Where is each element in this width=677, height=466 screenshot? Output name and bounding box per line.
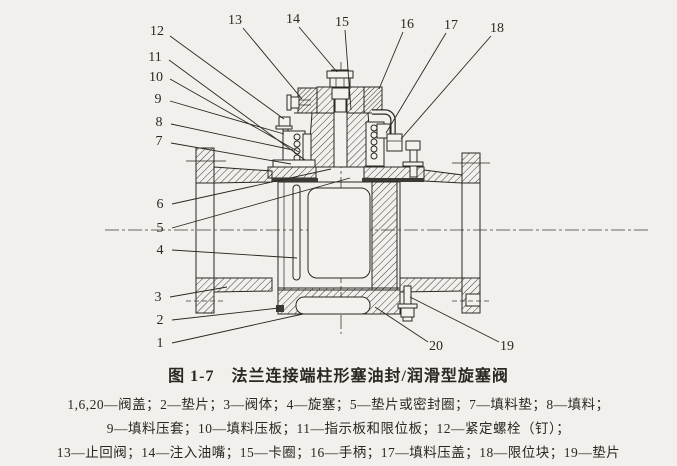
plug-port — [307, 187, 371, 279]
plug-slot — [292, 184, 301, 281]
callout-number-8: 8 — [156, 115, 163, 130]
bonnet-flange-left-wing — [267, 166, 317, 179]
callout-number-4: 4 — [157, 243, 164, 258]
leader-line-8 — [170, 123, 294, 151]
callout-number-18: 18 — [490, 21, 504, 36]
callout-number-19: 19 — [500, 339, 514, 354]
callout-number-12: 12 — [150, 24, 164, 39]
callout-number-11: 11 — [148, 50, 161, 65]
left-flange — [186, 147, 226, 314]
packing-right — [365, 121, 391, 167]
leader-line-2 — [171, 307, 280, 321]
callout-number-2: 2 — [157, 313, 164, 328]
bonnet — [294, 86, 386, 168]
leader-line-1 — [171, 313, 304, 344]
packing-gland-left — [302, 133, 312, 163]
callout-number-16: 16 — [400, 17, 414, 32]
callout-number-15: 15 — [335, 15, 349, 30]
leader-line-14 — [298, 26, 338, 73]
callout-number-7: 7 — [156, 134, 163, 149]
gasket-strip-right — [362, 178, 424, 182]
legend-line-2: 9—填料压套；10—填料压板；11—指示板和限位板；12—紧定螺栓（钉）； — [106, 421, 571, 436]
oil-nozzle-cap — [326, 69, 354, 88]
gland-bolt-right — [402, 140, 424, 178]
check-valve-tube — [372, 109, 403, 152]
gasket-strip-left — [272, 178, 318, 182]
leader-line-7 — [170, 142, 292, 165]
plug-section — [371, 181, 398, 291]
leader-line-16 — [378, 31, 404, 90]
bottom-bolt — [397, 285, 418, 322]
check-valve-fitting — [386, 133, 403, 152]
leader-line-19 — [409, 296, 500, 343]
leader-line-6 — [171, 168, 332, 205]
bottom-gasket — [276, 305, 284, 312]
right-flange — [452, 152, 490, 314]
callout-number-17: 17 — [444, 18, 458, 33]
leader-line-18 — [400, 35, 492, 140]
leader-line-15 — [344, 29, 352, 111]
handle-left-block — [297, 87, 318, 114]
callout-number-1: 1 — [157, 336, 164, 351]
bottom-cover — [276, 285, 418, 322]
leader-line-5 — [171, 177, 351, 229]
figure-title: 图 1-7 法兰连接端柱形塞油封/润滑型旋塞阀 — [168, 368, 509, 385]
callout-number-13: 13 — [228, 13, 242, 28]
leader-line-3 — [169, 286, 228, 298]
callout-number-14: 14 — [286, 12, 300, 27]
indicator-plate — [272, 159, 316, 168]
leader-line-13 — [242, 27, 303, 100]
callout-number-6: 6 — [157, 197, 164, 212]
plug — [292, 181, 398, 291]
callout-number-20: 20 — [429, 339, 443, 354]
callout-number-5: 5 — [157, 221, 164, 236]
leader-line-11 — [168, 59, 306, 161]
packing-left — [272, 130, 316, 168]
leader-line-17 — [385, 32, 447, 134]
legend-line-1: 1,6,20—阀盖；2—垫片；3—阀体；4—旋塞；5—垫片或密封圈；7—填料垫；… — [67, 397, 610, 412]
handle-right-block — [363, 86, 383, 114]
right-pipe-walls — [399, 169, 463, 293]
check-valve-bolt — [286, 94, 311, 111]
legend-line-3: 13—止回阀；14—注入油嘴；15—卡圈；16—手柄；17—填料压盖；18—限位… — [56, 445, 621, 460]
valve-body — [267, 166, 425, 291]
left-pipe-walls — [213, 166, 273, 293]
callout-number-9: 9 — [155, 92, 162, 107]
callout-number-10: 10 — [149, 70, 163, 85]
leader-line-20 — [374, 306, 429, 343]
callout-number-3: 3 — [155, 290, 162, 305]
leader-line-9 — [169, 100, 285, 135]
leader-line-4 — [171, 249, 298, 259]
leader-line-12 — [169, 35, 285, 120]
